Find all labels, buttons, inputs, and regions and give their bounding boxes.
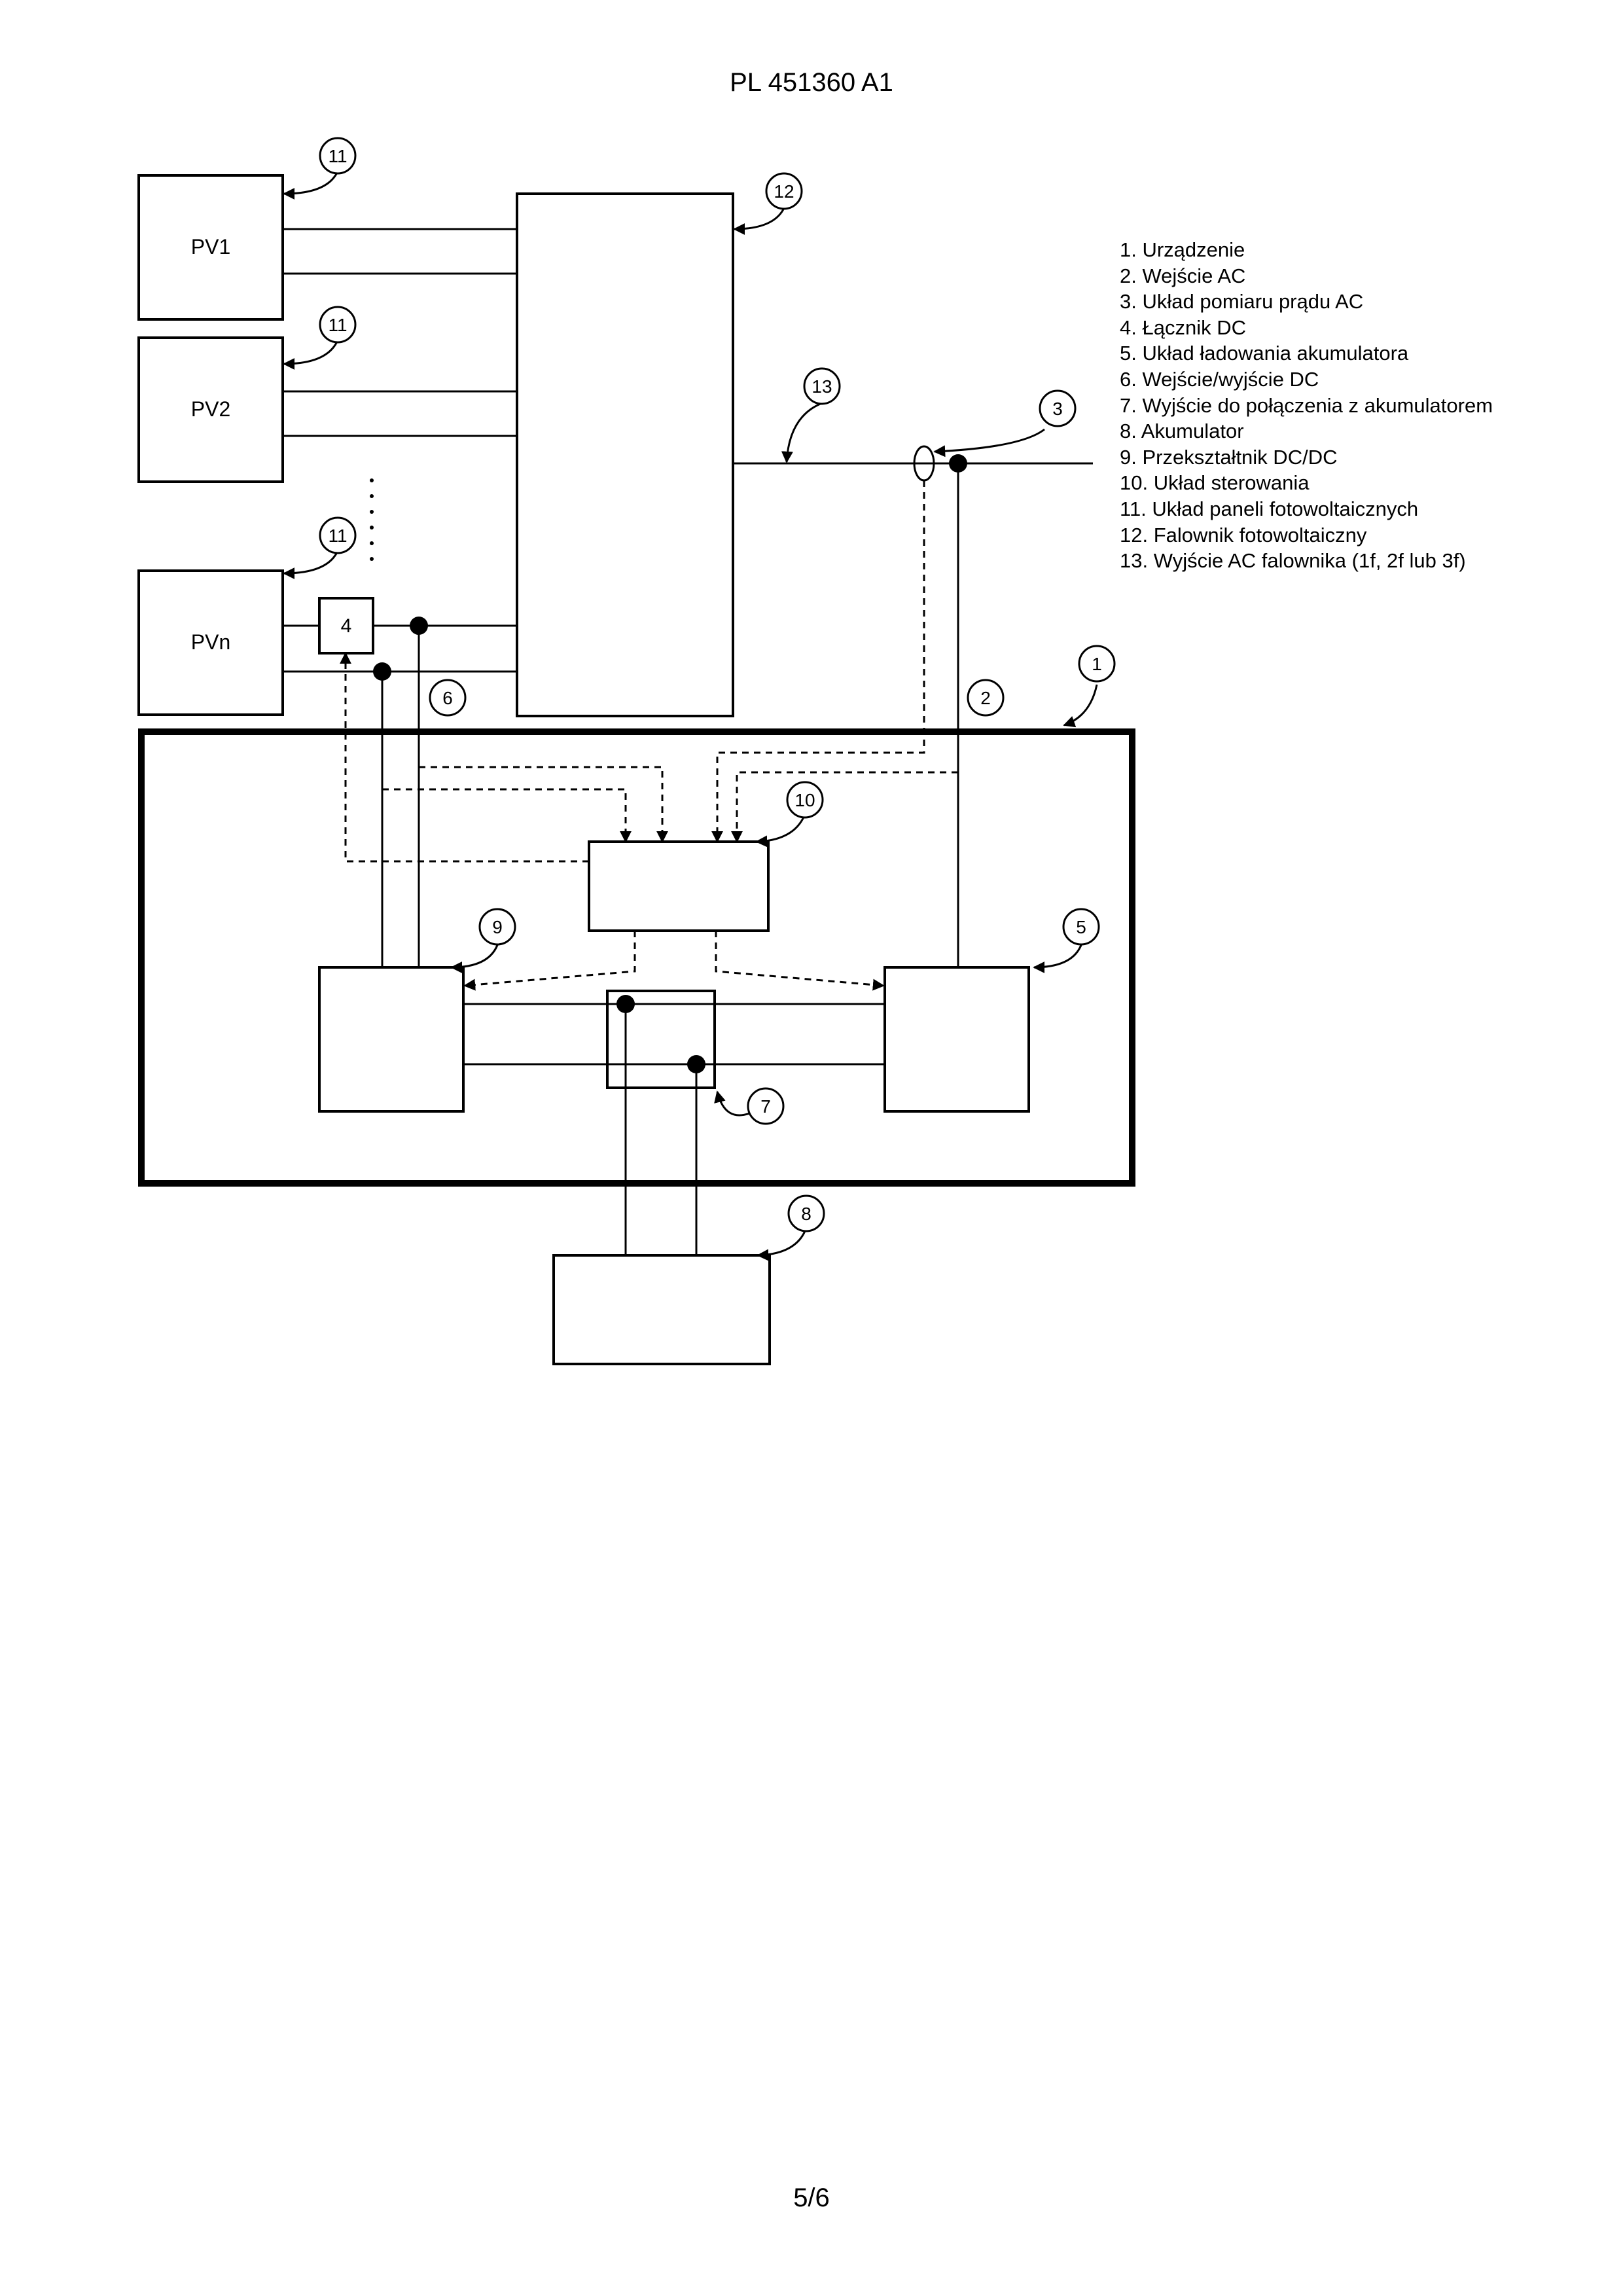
control-line-sensor xyxy=(717,480,924,842)
leader-10 xyxy=(757,814,805,842)
junction-node xyxy=(616,995,635,1013)
leader-12 xyxy=(734,208,784,229)
leader-5 xyxy=(1034,945,1081,967)
ellipsis-dot xyxy=(370,510,374,514)
leader-3 xyxy=(935,429,1044,452)
leader-8 xyxy=(758,1228,806,1255)
callout-1: 1 xyxy=(1092,654,1102,674)
leader-9 xyxy=(452,945,497,967)
legend-item: 9. Przekształtnik DC/DC xyxy=(1120,444,1493,471)
callout-10: 10 xyxy=(794,790,815,810)
callout-5: 5 xyxy=(1076,917,1086,937)
legend-item: 5. Układ ładowania akumulatora xyxy=(1120,340,1493,367)
pvn-label: PVn xyxy=(191,630,230,654)
junction-node xyxy=(373,662,391,681)
leader-11b xyxy=(284,340,338,364)
pv1-label: PV1 xyxy=(191,235,230,259)
battery-block xyxy=(554,1255,770,1364)
callout-11b: 11 xyxy=(328,315,347,335)
legend-item: 12. Falownik fotowoltaiczny xyxy=(1120,522,1493,548)
control-line-acin xyxy=(737,772,958,842)
legend-item: 8. Akumulator xyxy=(1120,418,1493,444)
legend-item: 1. Urządzenie xyxy=(1120,237,1493,263)
callout-9: 9 xyxy=(492,917,503,937)
ellipsis-dot xyxy=(370,526,374,529)
legend-item: 13. Wyjście AC falownika (1f, 2f lub 3f) xyxy=(1120,548,1493,574)
leader-1 xyxy=(1064,685,1097,725)
legend-item: 4. Łącznik DC xyxy=(1120,315,1493,341)
legend-item: 10. Układ sterowania xyxy=(1120,470,1493,496)
control-line-charger xyxy=(716,931,883,986)
callout-11c: 11 xyxy=(328,526,347,546)
battery-charger-block xyxy=(885,967,1029,1111)
dcdc-converter-block xyxy=(319,967,463,1111)
page-number: 5/6 xyxy=(0,2183,1623,2213)
leader-11a xyxy=(284,171,338,194)
callout-11a: 11 xyxy=(328,146,347,166)
callout-2: 2 xyxy=(980,688,991,708)
legend-list: 1. Urządzenie 2. Wejście AC 3. Układ pom… xyxy=(1120,237,1493,574)
callout-6: 6 xyxy=(442,688,453,708)
ellipsis-dot xyxy=(370,541,374,545)
legend-item: 2. Wejście AC xyxy=(1120,263,1493,289)
legend-item: 6. Wejście/wyjście DC xyxy=(1120,367,1493,393)
callout-12: 12 xyxy=(774,181,794,202)
junction-node xyxy=(687,1055,705,1073)
legend-item: 3. Układ pomiaru prądu AC xyxy=(1120,289,1493,315)
ellipsis-dot xyxy=(370,478,374,482)
dc-switch-label: 4 xyxy=(341,615,352,637)
control-unit-block xyxy=(589,842,768,931)
leader-7 xyxy=(717,1092,751,1115)
callout-8: 8 xyxy=(801,1204,812,1224)
callout-3: 3 xyxy=(1052,399,1063,419)
ellipsis-dot xyxy=(370,557,374,561)
junction-node xyxy=(949,454,967,473)
legend-item: 11. Układ paneli fotowoltaicznych xyxy=(1120,496,1493,522)
callout-13: 13 xyxy=(812,376,832,397)
leader-13 xyxy=(787,403,822,462)
ellipsis-dot xyxy=(370,494,374,498)
device-enclosure xyxy=(141,732,1132,1183)
callout-7: 7 xyxy=(760,1096,771,1117)
junction-node xyxy=(410,617,428,635)
pv2-label: PV2 xyxy=(191,397,230,421)
leader-11c xyxy=(284,551,338,573)
pv-inverter-block xyxy=(517,194,733,716)
legend-item: 7. Wyjście do połączenia z akumulatorem xyxy=(1120,393,1493,419)
